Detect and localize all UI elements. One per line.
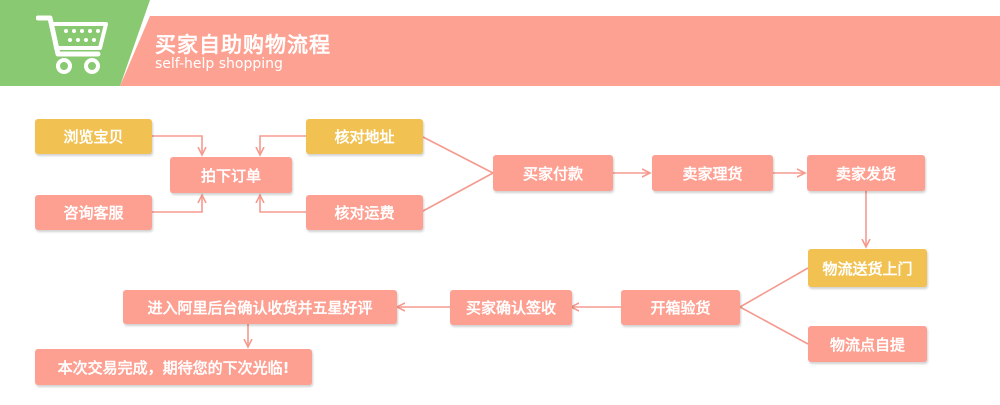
arrow-address-order — [260, 135, 306, 154]
step-confirm-receipt: 买家确认签收 — [450, 290, 572, 325]
line-pickup-inspect — [739, 306, 809, 345]
arrow-consult-order — [152, 196, 202, 213]
shopping-cart-icon — [36, 15, 108, 74]
step-buyer-pay: 买家付款 — [493, 155, 613, 191]
step-seller-prepare: 卖家理货 — [652, 155, 773, 191]
step-place-order: 拍下订单 — [170, 157, 292, 193]
step-inspect-goods: 开箱验货 — [621, 290, 740, 325]
line-address-pay — [422, 136, 494, 174]
line-delivery-inspect — [739, 267, 809, 308]
page-subtitle: self-help shopping — [155, 56, 283, 72]
header-band — [120, 16, 1000, 86]
header-icon-panel — [0, 0, 150, 86]
line-shipping-pay — [422, 172, 494, 212]
step-consult: 咨询客服 — [35, 195, 152, 230]
arrow-shipping-order — [260, 196, 306, 213]
step-check-address: 核对地址 — [306, 119, 423, 154]
step-pickup-point: 物流点自提 — [808, 326, 927, 362]
step-review: 进入阿里后台确认收货并五星好评 — [123, 290, 397, 324]
step-check-shipping: 核对运费 — [306, 195, 423, 230]
arrow-browse-order — [152, 135, 202, 154]
step-browse: 浏览宝贝 — [35, 119, 152, 154]
step-door-delivery: 物流送货上门 — [808, 249, 927, 287]
step-seller-ship: 卖家发货 — [807, 155, 925, 191]
step-thanks: 本次交易完成，期待您的下次光临! — [35, 349, 312, 385]
page-title: 买家自助购物流程 — [155, 33, 331, 57]
